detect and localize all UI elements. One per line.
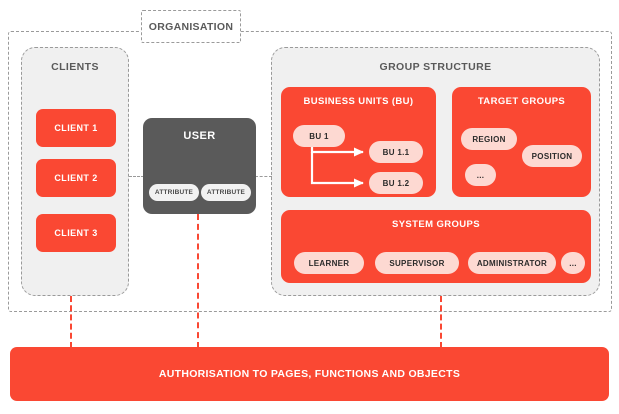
pill-target-groups-more[interactable]: ... [465, 164, 496, 186]
organisation-boundary [8, 31, 612, 312]
pill-learner[interactable]: LEARNER [294, 252, 364, 274]
connector-user-to-group-structure [255, 176, 272, 177]
authorisation-bar-label: AUTHORISATION TO PAGES, FUNCTIONS AND OB… [158, 368, 461, 380]
user-attribute-chip-2[interactable]: ATTRIBUTE [201, 184, 251, 201]
user-box-title: USER [183, 130, 216, 142]
pill-bu-1[interactable]: BU 1 [293, 125, 345, 147]
connector-clients-to-authorisation [70, 296, 72, 348]
pill-region[interactable]: REGION [461, 128, 517, 150]
organisation-label: ORGANISATION [141, 10, 241, 43]
pill-system-groups-more[interactable]: ... [561, 252, 585, 274]
authorisation-bar: AUTHORISATION TO PAGES, FUNCTIONS AND OB… [10, 347, 609, 401]
clients-panel-title: CLIENTS [51, 61, 99, 73]
pill-supervisor[interactable]: SUPERVISOR [375, 252, 459, 274]
connector-group-structure-to-authorisation [440, 296, 442, 348]
user-box[interactable]: USER ATTRIBUTE ATTRIBUTE [143, 118, 256, 214]
business-units-title: BUSINESS UNITS (BU) [303, 96, 414, 107]
system-groups-title: SYSTEM GROUPS [391, 219, 481, 230]
pill-position[interactable]: POSITION [522, 145, 582, 167]
client-box-2[interactable]: CLIENT 2 [36, 159, 116, 197]
pill-bu-1-1[interactable]: BU 1.1 [369, 141, 423, 163]
group-structure-panel-title: GROUP STRUCTURE [379, 61, 492, 73]
user-attribute-chip-1[interactable]: ATTRIBUTE [149, 184, 199, 201]
clients-panel: CLIENTS CLIENT 1 CLIENT 2 CLIENT 3 [21, 47, 129, 296]
pill-bu-1-2[interactable]: BU 1.2 [369, 172, 423, 194]
connector-clients-to-user [129, 176, 144, 177]
client-box-1[interactable]: CLIENT 1 [36, 109, 116, 147]
connector-user-to-authorisation [197, 214, 199, 348]
target-groups-title: TARGET GROUPS [477, 96, 566, 107]
client-box-3[interactable]: CLIENT 3 [36, 214, 116, 252]
pill-administrator[interactable]: ADMINISTRATOR [468, 252, 556, 274]
